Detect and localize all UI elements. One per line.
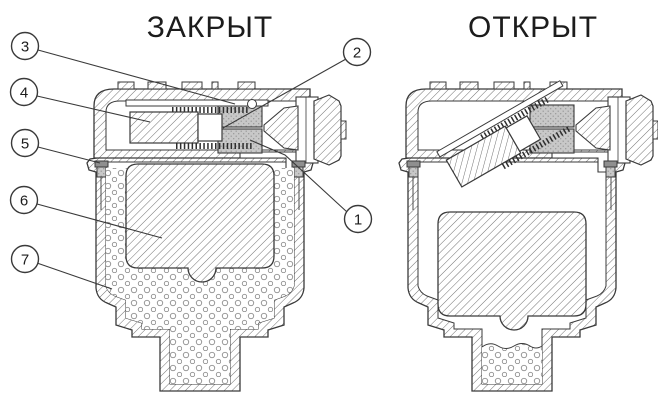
callout-7-circle bbox=[10, 244, 40, 274]
lever-top-plate bbox=[125, 99, 269, 107]
open-state-diagram bbox=[398, 80, 658, 392]
callout-1: 1 bbox=[249, 139, 373, 234]
callout-7: 7 bbox=[10, 244, 113, 290]
callout-4-label: 4 bbox=[20, 85, 28, 102]
spring-lower bbox=[501, 125, 571, 170]
callout-4: 4 bbox=[9, 77, 151, 123]
callout-3-label: 3 bbox=[21, 39, 29, 56]
float-open bbox=[437, 211, 587, 331]
callout-6: 6 bbox=[9, 185, 163, 239]
title-open: ОТКРЫТ bbox=[468, 11, 598, 44]
callout-2-leader bbox=[222, 58, 347, 129]
closed-state-diagram bbox=[86, 81, 347, 392]
callout-5-leader bbox=[37, 146, 101, 164]
callout-7-label: 7 bbox=[21, 252, 29, 269]
callout-3-leader bbox=[37, 49, 236, 105]
water-surface-line bbox=[481, 343, 543, 349]
callout-2-circle bbox=[342, 37, 372, 67]
valve-plug bbox=[505, 115, 542, 153]
callout-6-label: 6 bbox=[20, 193, 28, 210]
callout-6-circle bbox=[9, 185, 39, 215]
spring-upper bbox=[480, 95, 551, 141]
lever-top-plate bbox=[436, 80, 564, 158]
callout-2-label: 2 bbox=[353, 45, 361, 62]
callout-1-circle bbox=[343, 204, 373, 234]
callout-1-leader bbox=[249, 139, 348, 213]
callout-1-label: 1 bbox=[354, 212, 362, 229]
callout-5-label: 5 bbox=[21, 136, 29, 153]
callout-3-circle bbox=[10, 31, 40, 61]
callout-6-leader bbox=[36, 203, 163, 239]
title-closed: ЗАКРЫТ bbox=[147, 11, 274, 44]
float-closed bbox=[125, 163, 275, 283]
seat-ball bbox=[247, 99, 257, 109]
water-open bbox=[482, 343, 542, 384]
callout-2: 2 bbox=[222, 37, 372, 129]
lever-mechanism-open bbox=[436, 80, 571, 188]
callout-4-circle bbox=[9, 77, 39, 107]
callout-3: 3 bbox=[10, 31, 236, 105]
lever-arm bbox=[129, 111, 199, 144]
callout-5-circle bbox=[10, 128, 40, 158]
callout-7-leader bbox=[36, 262, 113, 290]
callout-4-leader bbox=[36, 95, 151, 123]
valve-plug bbox=[197, 113, 223, 142]
lever-mechanism-closed bbox=[125, 99, 269, 149]
callout-5: 5 bbox=[10, 128, 101, 164]
